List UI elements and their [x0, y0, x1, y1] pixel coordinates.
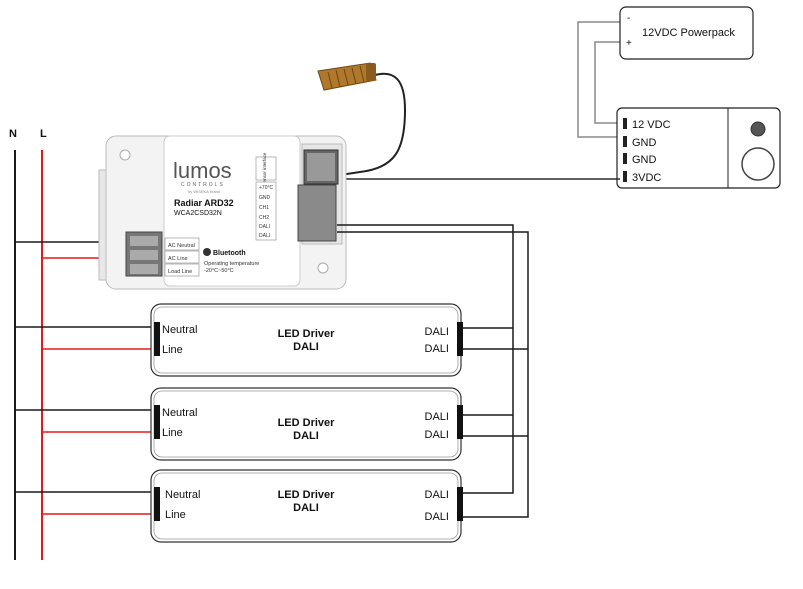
driver-2-title: LED Driver	[278, 417, 336, 429]
sensor-pin-12vdc: 12 VDC	[632, 119, 671, 131]
sensor-pin-gnd-2: GND	[632, 154, 657, 166]
driver-2-dali-2: DALI	[425, 429, 449, 441]
driver-3-title: LED Driver	[278, 489, 336, 501]
sensor-led-indicator	[750, 121, 766, 137]
sensor-interface-label: Sensor interface	[262, 152, 267, 185]
radiar-device: lumos CONTROLS by WISEKA brand Radiar AR…	[98, 135, 347, 290]
driver-1-title: LED Driver	[278, 328, 336, 340]
sensor-pin-3vdc: 3VDC	[632, 172, 661, 184]
sensor-pin-gnd-1: GND	[632, 137, 657, 149]
radiar-logo: lumos	[173, 158, 232, 183]
radiar-pin-3: CH1	[259, 205, 269, 211]
radiar-model: Radiar ARD32	[174, 198, 234, 208]
radiar-pin-6: DALI	[259, 233, 270, 239]
radiar-brand-line: by WISEKA brand	[188, 189, 220, 194]
radiar-terminal-labels: AC Neutral AC Line Load Line	[164, 237, 200, 277]
radiar-pin-2: GND	[259, 195, 271, 201]
sensor-connector-block	[297, 184, 337, 242]
powerpack: - + 12VDC Powerpack	[619, 6, 754, 60]
driver-1-line-label: Line	[162, 344, 183, 356]
driver-1-dali-1: DALI	[425, 326, 449, 338]
radiar-pin-1: +70°C	[259, 185, 273, 191]
mount-hole-top	[119, 149, 131, 161]
led-driver-2: Neutral Line LED Driver DALI DALI DALI	[150, 387, 463, 461]
radiar-sku: WCA2CSD32N	[174, 210, 222, 217]
powerpack-label: 12VDC Powerpack	[642, 27, 735, 39]
terminal-ac-neutral: AC Neutral	[168, 243, 195, 249]
radiar-sensor-pinout: Sensor interface +70°C GND CH1 CH2 DALI …	[255, 152, 277, 241]
driver-2-dali-1: DALI	[425, 411, 449, 423]
driver-3-dali-1: DALI	[425, 489, 449, 501]
led-driver-1: Neutral Line LED Driver DALI DALI DALI	[150, 303, 463, 377]
driver-1-neutral-label: Neutral	[162, 324, 197, 336]
driver-1-subtitle: DALI	[293, 341, 319, 353]
antenna-cable	[339, 72, 407, 176]
driver-3-neutral-label: Neutral	[165, 489, 200, 501]
driver-3-subtitle: DALI	[293, 502, 319, 514]
line-bus-label: L	[40, 128, 47, 140]
bluetooth-icon	[203, 248, 211, 256]
wire-powerpack-minus	[577, 21, 622, 138]
mount-hole-right	[317, 262, 329, 274]
neutral-bus-label: N	[9, 128, 17, 140]
radiar-pin-4: CH2	[259, 215, 269, 221]
antenna-connector	[317, 62, 377, 91]
terminal-load-line: Load Line	[168, 269, 192, 275]
driver-2-subtitle: DALI	[293, 430, 319, 442]
powerpack-minus-label: -	[627, 13, 630, 24]
sensor-lens	[741, 147, 775, 181]
radiar-op-temp-label: Operating temperature	[204, 261, 259, 267]
dali-wire-a	[337, 224, 514, 494]
radiar-logo-sub: CONTROLS	[181, 182, 225, 188]
led-driver-3: Neutral Line LED Driver DALI DALI DALI	[150, 469, 463, 543]
radiar-op-temp-range: -20°C~50°C	[204, 268, 234, 274]
sensor-module: 12 VDC GND GND 3VDC	[616, 107, 781, 189]
driver-1-dali-2: DALI	[425, 343, 449, 355]
powerpack-plus-label: +	[626, 38, 632, 49]
driver-2-neutral-label: Neutral	[162, 407, 197, 419]
terminal-ac-line: AC Line	[168, 256, 188, 262]
wire-powerpack-plus	[594, 41, 622, 124]
driver-3-line-label: Line	[165, 509, 186, 521]
radiar-pin-5: DALI	[259, 224, 270, 230]
dali-wire-b	[337, 231, 529, 518]
driver-2-line-label: Line	[162, 427, 183, 439]
radiar-bluetooth-label: Bluetooth	[213, 250, 246, 257]
driver-3-dali-2: DALI	[425, 511, 449, 523]
